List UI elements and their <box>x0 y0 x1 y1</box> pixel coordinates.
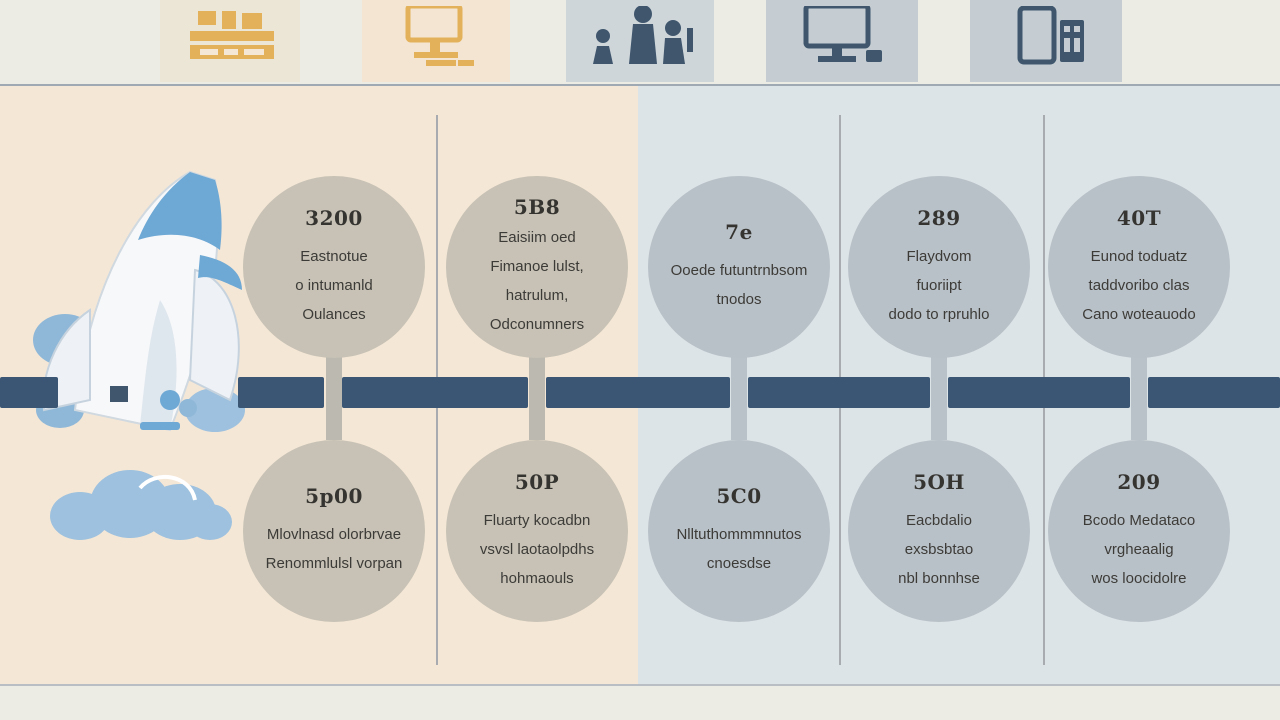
header-tile-5 <box>970 0 1122 82</box>
bottom-strip <box>0 686 1280 720</box>
milestone-text: Cano woteauodo <box>1082 305 1196 323</box>
milestone-top-bubble: 289 Flaydvom fuoriipt dodo to rpruhlo <box>848 176 1030 358</box>
smartphone-icon <box>1017 6 1084 65</box>
timeline-segment <box>342 377 528 408</box>
timeline-segment <box>546 377 730 408</box>
milestone-number: 5B8 <box>513 195 561 219</box>
timeline-segment <box>748 377 930 408</box>
timeline-segment <box>238 377 324 408</box>
milestone-text: Bcodo Medataco <box>1082 511 1196 529</box>
milestone-bottom-bubble: 5OH Eacbdalio exsbsbtao nbl bonnhse <box>848 440 1030 622</box>
milestone-number: 5p00 <box>305 484 363 508</box>
milestone-number: 5C0 <box>716 484 762 508</box>
bubble-connector <box>1131 350 1147 440</box>
milestone-text: Nlltuthommmnutos <box>676 526 802 543</box>
milestone-text: Eunod toduatz <box>1090 247 1188 265</box>
header-tile-2 <box>362 0 510 82</box>
milestone-number: 7e <box>725 220 753 244</box>
bubble-connector <box>731 350 747 440</box>
milestone-text: taddvoribo clas <box>1088 276 1190 294</box>
milestone-text: Flaydvom <box>906 247 972 265</box>
milestone-text: Ooede futuntrnbsom <box>670 262 808 279</box>
milestone-text: o intumanld <box>295 276 373 294</box>
milestone-text: dodo to rpruhlo <box>888 305 990 323</box>
milestone-text: fuoriipt <box>916 276 962 294</box>
milestone-text: nbl bonnhse <box>898 569 980 587</box>
milestone-bottom-bubble: 209 Bcodo Medataco vrgheaalig wos loocid… <box>1048 440 1230 622</box>
milestone-bottom-bubble: 5p00 Mlovlnasd olorbrvae Renommlulsl vor… <box>243 440 425 622</box>
milestone-top-bubble: 5B8 Eaisiim oed Fimanoe lulst, hatrulum,… <box>446 176 628 358</box>
milestone-text: cnoesdse <box>706 555 772 572</box>
desktop-computer-icon <box>405 6 474 66</box>
milestone-text: wos loocidolre <box>1091 569 1187 587</box>
header-tile-3 <box>566 0 714 82</box>
milestone-text: hatrulum, <box>505 287 569 304</box>
milestone-text: Eacbdalio <box>906 511 972 529</box>
milestone-text: Mlovlnasd olorbrvae <box>266 526 402 543</box>
milestone-text: Fimanoe lulst, <box>490 258 584 275</box>
milestone-text: tnodos <box>716 291 762 308</box>
milestone-text: Renommlulsl vorpan <box>265 555 403 572</box>
milestone-text: hohmaouls <box>500 569 574 587</box>
header-tile-4 <box>766 0 918 82</box>
top-divider <box>0 84 1280 86</box>
milestone-bottom-bubble: 5C0 Nlltuthommmnutos cnoesdse <box>648 440 830 622</box>
milestone-bottom-bubble: 50P Fluarty kocadbn vsvsl laotaolpdhs ho… <box>446 440 628 622</box>
milestone-number: 3200 <box>305 205 363 230</box>
timeline-track <box>0 377 1280 408</box>
milestone-number: 50P <box>514 469 560 494</box>
milestone-text: Eastnotue <box>300 247 368 265</box>
milestone-number: 5OH <box>913 469 965 494</box>
milestone-top-bubble: 7e Ooede futuntrnbsom tnodos <box>648 176 830 358</box>
timeline-segment <box>948 377 1130 408</box>
milestone-text: exsbsbtao <box>904 540 974 558</box>
milestone-number: 40T <box>1116 205 1162 230</box>
bubble-connector <box>931 350 947 440</box>
milestone-top-bubble: 40T Eunod toduatz taddvoribo clas Cano w… <box>1048 176 1230 358</box>
header-icon-strip <box>0 0 1280 82</box>
bubble-connector <box>529 350 545 440</box>
milestone-text: Fluarty kocadbn <box>483 511 591 529</box>
header-tile-1 <box>160 0 300 82</box>
milestone-top-bubble: 3200 Eastnotue o intumanld Oulances <box>243 176 425 358</box>
milestone-text: Odconumners <box>489 316 585 333</box>
cloud-icon <box>50 470 232 540</box>
milestone-text: Eaisiim oed <box>498 229 576 246</box>
timeline-segment <box>1148 377 1280 408</box>
milestone-number: 209 <box>1117 469 1161 494</box>
bubble-connector <box>326 350 342 440</box>
milestone-text: vsvsl laotaolpdhs <box>479 540 595 558</box>
typewriter-icon <box>190 11 274 59</box>
rocket-icon <box>33 170 245 432</box>
bottom-divider <box>0 684 1280 686</box>
milestone-text: vrgheaalig <box>1104 540 1174 558</box>
people-group-icon <box>593 6 693 64</box>
timeline-segment <box>0 377 58 408</box>
milestone-number: 289 <box>917 205 961 230</box>
milestone-text: Oulances <box>302 305 366 323</box>
monitor-icon <box>803 6 882 62</box>
